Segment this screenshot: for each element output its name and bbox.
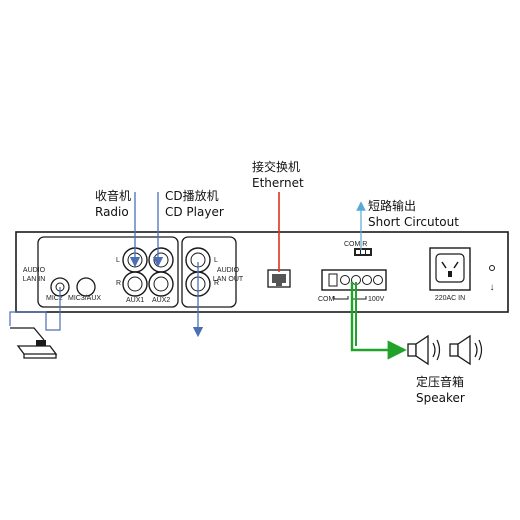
ethernet-port[interactable] [267, 269, 291, 288]
speaker-terminal-block[interactable] [321, 269, 387, 291]
v100-label: 100V [368, 296, 385, 303]
aux2-l-jack[interactable] [148, 247, 174, 273]
cd-cn-label: CD播放机 [165, 188, 219, 203]
out-l-label: L [214, 257, 218, 264]
speaker-cable [350, 282, 407, 360]
power-label: 220AC IN [435, 295, 465, 302]
mic2-label: MIC2 [46, 295, 63, 302]
audio-lan-out-label-1: AUDIO [217, 267, 240, 274]
ethernet-en-label: Ethernet [252, 176, 304, 190]
mic3-aux-jack[interactable] [76, 277, 96, 297]
audio-lan-in-label-1: AUDIO [23, 267, 46, 274]
ground-screw[interactable] [489, 265, 495, 271]
short-en-label: Short Circutout [368, 215, 459, 229]
short-circuit-terminal[interactable] [354, 248, 372, 256]
output-group-box [181, 236, 237, 308]
mic-cable [9, 287, 61, 331]
power-inlet[interactable] [429, 247, 471, 291]
input-group-box [37, 236, 179, 308]
cd-en-label: CD Player [165, 205, 224, 219]
ground-symbol: ↓ [490, 282, 495, 293]
ethernet-cn-label: 接交换机 [252, 159, 300, 174]
com-terminal-label: COM [318, 296, 335, 303]
com-r-label: COM R [344, 241, 367, 248]
short-cn-label: 短路输出 [368, 198, 416, 213]
aux2-r-jack[interactable] [148, 271, 174, 297]
audio-lan-in-label-2: LAN IN [23, 276, 46, 283]
radio-en-label: Radio [95, 205, 129, 219]
com-bracket [333, 296, 349, 300]
radio-cn-label: 收音机 [95, 188, 131, 203]
gooseneck-microphone-icon [10, 327, 58, 359]
out-r-label: R [214, 280, 219, 287]
speaker-icon-2 [449, 334, 483, 366]
aux-l-label: L [116, 257, 120, 264]
speaker-en-label: Speaker [416, 391, 465, 405]
aux-r-label: R [116, 280, 121, 287]
speaker-cn-label: 定压音箱 [416, 374, 464, 389]
speaker-icon-1 [407, 334, 441, 366]
audio-lan-out-label-2: LAN OUT [213, 276, 244, 283]
mic3-aux-label: MIC3/AUX [68, 295, 101, 302]
aux1-r-jack[interactable] [122, 271, 148, 297]
aux1-label: AUX1 [126, 297, 144, 304]
aux2-label: AUX2 [152, 297, 170, 304]
device-rear-panel [15, 231, 509, 313]
